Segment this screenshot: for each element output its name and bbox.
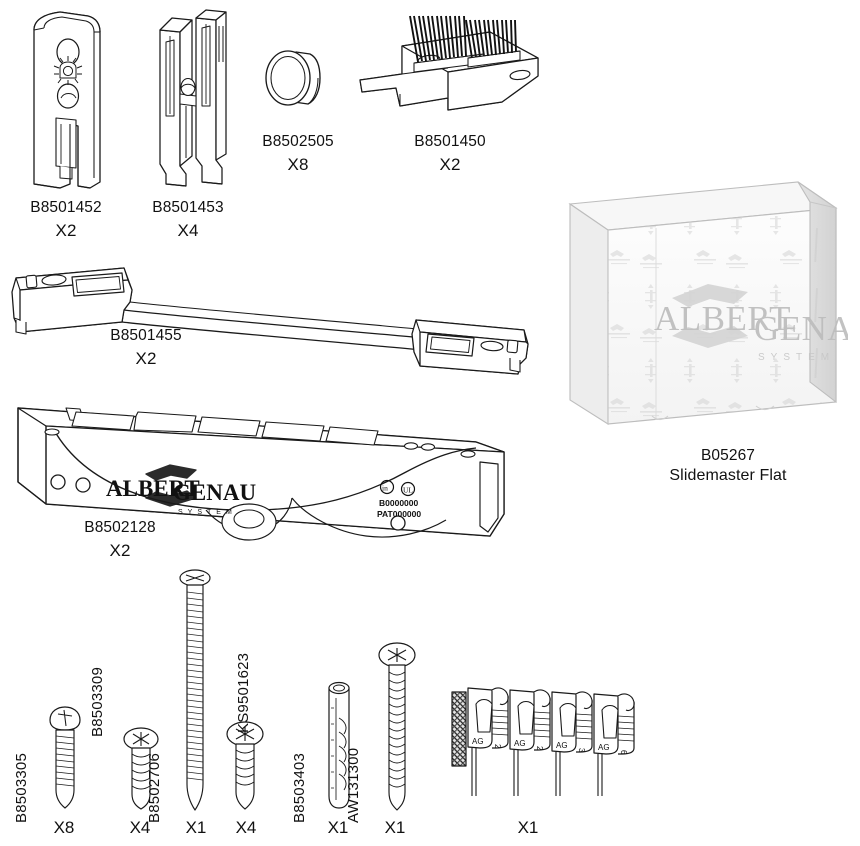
part-number-b8502128: B8502128 [84,519,156,536]
part-illustration-aw131300 [378,642,416,812]
part-number-b05267: B05267 [700,447,756,464]
bracket-end-cap-icon [33,11,101,189]
part-number-aw131300: AW131300 [345,747,362,823]
part-illustration-b8501452 [16,6,116,196]
svg-text:AG: AG [514,739,526,748]
quantity-b8503305: X8 [53,818,75,837]
part-number-b8503403: B8503403 [291,752,308,823]
svg-text:6: 6 [619,750,628,755]
part-illustration-b8502706 [178,568,212,812]
svg-text:2: 2 [535,746,544,751]
part-illustration-b8501453 [140,6,236,196]
long-flat-head-screw-icon [179,569,211,811]
quantity-b8501452: X2 [55,220,77,240]
part-name-b05267: Slidemaster Flat [669,466,787,484]
quantity-b8502706: X1 [185,818,207,837]
svg-text:AG: AG [556,741,568,750]
part-number-b8503305: B8503305 [13,752,30,823]
part-illustration-b8502128: ALBERT GENAU SYSTEM in UL B0000000 PAT00… [6,386,518,566]
part-illustration-b8503305 [46,706,84,810]
part-number-b8502505: B8502505 [262,133,334,150]
svg-text:UL: UL [403,486,413,495]
svg-text:3: 3 [577,748,586,753]
svg-text:AG: AG [472,737,484,746]
part-number-b8501452: B8501452 [30,199,102,216]
part-number-b8503309: B8503309 [89,666,106,737]
caption-b8502505: B8502505 X8 [238,132,358,176]
flat-head-screw-short-icon [123,727,159,810]
part-number-ks9501623: KS9501623 [235,652,252,733]
damper-certification-markings: in UL B0000000 PAT000000 [377,479,421,519]
box-brand-text-2: GENAU [754,309,848,348]
pan-head-screw-icon [49,706,81,809]
brush-seal-bracket-icon [359,15,539,111]
part-illustration-b8502505 [258,44,338,126]
caption-b8501453: B8501453 X4 [128,198,248,242]
svg-text:in: in [382,484,388,493]
part-number-b8502706: B8502706 [146,752,163,823]
ag-spring-clip-set-icon: AG 2 AG 2 [451,687,635,796]
caption-b8501455: B8501455 X2 [76,326,216,370]
quantity-ag-clip-set: X1 [517,818,539,837]
part-illustration-ks9501623 [226,720,264,812]
part-number-b8501455: B8501455 [110,327,182,344]
box-brand-sub: SYSTEM [758,352,835,363]
quantity-b8502505: X8 [287,154,309,174]
part-number-b8501453: B8501453 [152,199,224,216]
round-cap-plug-icon [265,50,321,106]
ag-clip-4: AG 6 [593,693,635,796]
quantity-b8502128: X2 [109,540,131,560]
oval-head-screw-icon [226,721,264,810]
caption-b8501450: B8501450 X2 [390,132,510,176]
quantity-b8501453: X4 [177,220,199,240]
part-illustration-b8503309 [122,726,160,812]
svg-text:2: 2 [493,744,502,749]
part-illustration-b8501455 [4,258,540,378]
caption-b8502128: B8502128 X2 [50,518,190,562]
caption-b05267: B05267 Slidemaster Flat [638,446,818,486]
damper-patent-text: PAT000000 [377,509,421,519]
part-number-b8501450: B8501450 [414,133,486,150]
quantity-ks9501623: X4 [235,818,257,837]
damper-brand-logo: ALBERT GENAU SYSTEM [106,464,256,516]
slidemaster-damper-unit-icon: ALBERT GENAU SYSTEM in UL B0000000 PAT00… [17,407,505,541]
part-illustration-b8503403 [324,678,354,812]
svg-text:AG: AG [598,743,610,752]
svg-text:SYSTEM: SYSTEM [178,509,237,516]
caption-b8501452: B8501452 X2 [6,198,126,242]
svg-text:GENAU: GENAU [173,480,256,505]
long-connecting-rail-icon [11,267,529,375]
ag-clip-1: AG 2 [467,687,509,796]
quantity-b8503403: X1 [327,818,349,837]
damper-serial-text: B0000000 [379,498,419,508]
svg-text:ALBERT: ALBERT [106,476,200,501]
part-illustration-ag-clip-set: AG 2 AG 2 [446,684,636,810]
quantity-b8501450: X2 [439,154,461,174]
wall-anchor-plug-icon [328,681,350,809]
quantity-b8501455: X2 [135,348,157,368]
part-illustration-b8501450 [352,14,542,126]
guide-rail-clip-icon [159,9,227,187]
product-carton-box-icon: ALBERT GENAU ® SYSTEM [568,181,848,425]
long-machine-screw-icon [378,642,416,811]
box-brand-text: ALBERT [654,299,791,338]
quantity-aw131300: X1 [384,818,406,837]
quantity-b8503309: X4 [129,818,151,837]
ag-clip-3: AG 3 [551,691,593,796]
part-illustration-b05267: ALBERT GENAU ® SYSTEM [548,168,848,438]
ag-clip-2: AG 2 [509,689,551,796]
